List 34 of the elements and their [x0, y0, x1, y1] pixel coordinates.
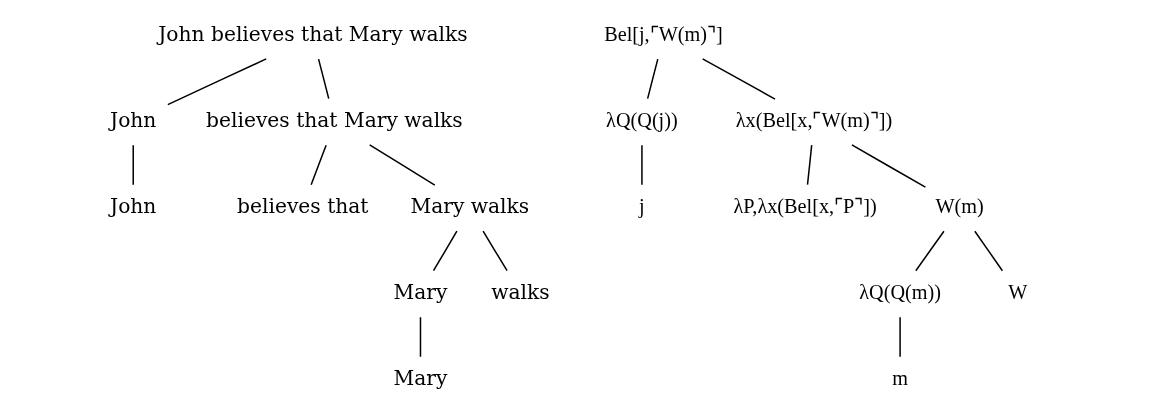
node-text: walks	[490, 279, 550, 304]
connector	[646, 58, 659, 100]
connector	[481, 230, 508, 272]
node-text: John	[109, 107, 156, 132]
node-text: Mary	[393, 279, 447, 304]
node-text: λP,λx(Bel[x,⌜P⌝])	[733, 194, 877, 217]
connector	[317, 58, 329, 100]
node-text: λQ(Q(m))	[858, 280, 941, 303]
node-text: j	[638, 194, 645, 217]
connector	[850, 144, 926, 188]
node-text: John	[109, 193, 156, 218]
node-text: Bel[j,⌜W(m)⌝]	[603, 22, 723, 45]
node-text: Mary	[393, 365, 447, 390]
connector	[368, 144, 436, 186]
node-text: Mary walks	[409, 193, 529, 218]
node-text: λx(Bel[x,⌜W(m)⌝])	[735, 108, 892, 131]
connector	[166, 58, 267, 106]
node-text: W	[1007, 280, 1027, 303]
connector	[701, 58, 776, 100]
node-text: believes that	[236, 193, 369, 218]
connector	[419, 316, 421, 358]
node-text: believes that Mary walks	[205, 107, 463, 132]
connector	[640, 144, 643, 186]
node-text: John believes that Mary walks	[157, 21, 468, 46]
connector	[806, 144, 812, 186]
connector	[309, 144, 327, 186]
connector	[914, 230, 945, 272]
connector	[432, 230, 458, 272]
connector	[898, 316, 901, 358]
node-text: λQ(Q(j))	[605, 108, 678, 131]
node-text: W(m)	[934, 194, 984, 217]
connector	[973, 230, 1003, 272]
node-text: m	[891, 366, 908, 389]
connector	[131, 144, 134, 186]
